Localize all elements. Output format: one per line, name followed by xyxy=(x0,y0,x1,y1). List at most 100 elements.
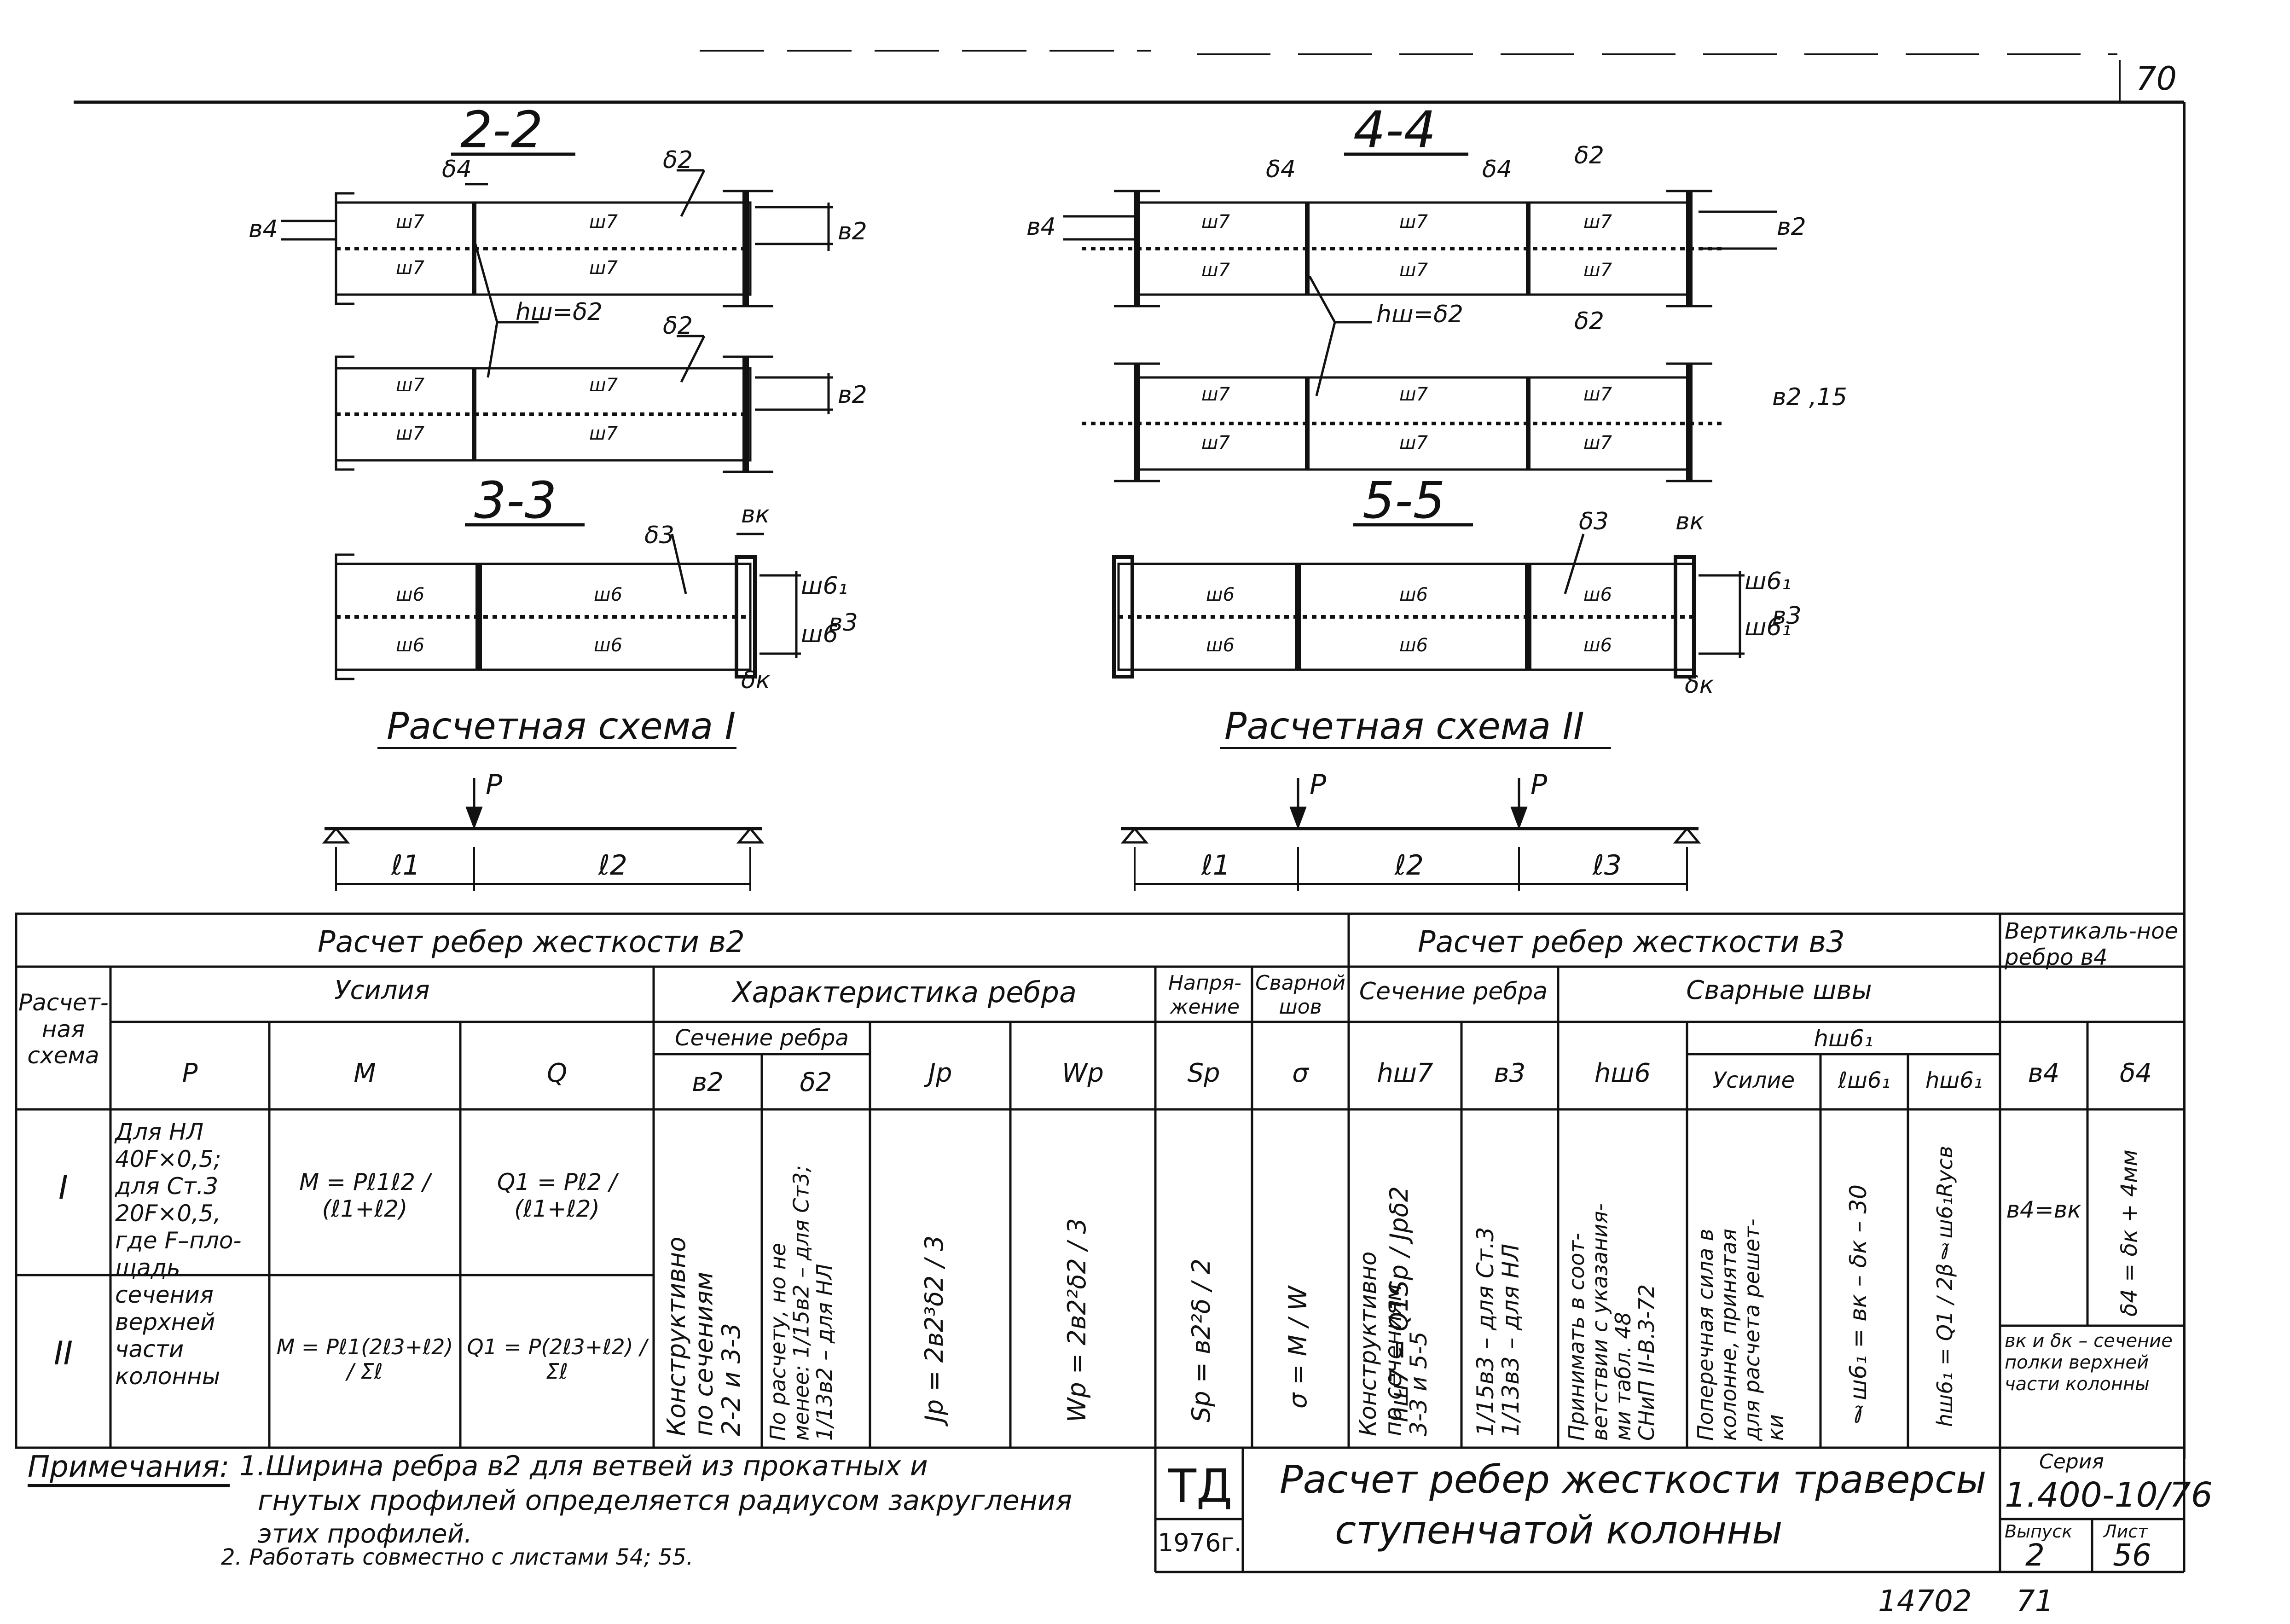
weld-label: ш7 xyxy=(1399,211,1428,232)
table-title-b3: Расчет ребер жесткости в3 xyxy=(1418,925,1845,959)
dim-w61: ш6₁ xyxy=(1745,614,1791,641)
note-1b: гнутых профилей определяется радиусом за… xyxy=(258,1485,1073,1517)
dim-b3: в3 xyxy=(829,609,858,637)
bottom-mark-1: 14702 xyxy=(1878,1584,1972,1618)
weld-label: ш7 xyxy=(1399,384,1428,405)
col-lw61: ℓш6₁ xyxy=(1838,1067,1890,1093)
col-hw61: hш6₁ xyxy=(1925,1067,1983,1093)
note-2: 2. Работать совместно с листами 54; 55. xyxy=(221,1544,694,1570)
weld-label: ш6 xyxy=(1583,635,1612,656)
col-b4: в4 xyxy=(2028,1058,2060,1088)
weld-label: ш7 xyxy=(589,375,618,396)
weld-label: ш7 xyxy=(1201,432,1230,453)
weld-label: ш7 xyxy=(589,257,618,278)
weld-label: ш6 xyxy=(396,635,424,656)
span-l2: ℓ2 xyxy=(598,849,627,882)
d3-text: 1/15в3 – для Ст.3 1/13в3 – для НЛ xyxy=(1472,1227,1524,1436)
stamp-issue: 2 xyxy=(2025,1537,2045,1573)
notes-label: Примечания: xyxy=(28,1450,230,1487)
table-title-b2: Расчет ребер жесткости в2 xyxy=(318,925,745,959)
dim-d3: δ3 xyxy=(1579,508,1609,535)
dim-hw: hш=δ2 xyxy=(1376,301,1463,328)
dim-w61: ш6₁ xyxy=(801,572,848,600)
weld-label: ш7 xyxy=(1201,260,1230,281)
weld-label: ш7 xyxy=(396,257,425,278)
force-text: Поперечная сила в колонне, принятая для … xyxy=(1693,1218,1788,1441)
weld-label: ш6 xyxy=(594,635,622,656)
span-l1: ℓ1 xyxy=(1201,849,1230,882)
formula-M2: M = Pℓ1(2ℓ3+ℓ2) / Σℓ xyxy=(276,1334,453,1384)
dim-bk: вк xyxy=(741,501,770,528)
table-vert-rib-header: Вертикаль-ное ребро в4 xyxy=(2005,918,2179,970)
span-l1: ℓ1 xyxy=(391,849,420,882)
col-b3: в3 xyxy=(1494,1058,1526,1088)
col-Jp: Jp xyxy=(928,1058,952,1088)
hw61-formula: hш6₁ = Q1 / 2βℓш6₁Ryсв xyxy=(1932,1146,1957,1427)
weld-label: ш7 xyxy=(1201,384,1230,405)
dim-b4: в4 xyxy=(249,215,278,243)
section-2-2-title: 2-2 xyxy=(460,100,543,159)
b3-text: Конструктивно по сечениям 3-3 и 5-5 xyxy=(1355,1251,1432,1436)
col-force: Усилие xyxy=(1712,1067,1795,1093)
col-stress-header: Напря-жение xyxy=(1168,971,1242,1019)
b2-text: Конструктивно по сечениям 2-2 и 3-3 xyxy=(662,1236,746,1436)
weld-label: ш7 xyxy=(396,211,425,232)
formula-Q2: Q1 = P(2ℓ3+ℓ2) / Σℓ xyxy=(467,1334,647,1384)
stamp-title-2: ступенчатой колонны xyxy=(1335,1508,1783,1553)
dim-d4: δ4 xyxy=(442,156,472,183)
weld-label: ш7 xyxy=(1399,260,1428,281)
col-P: P xyxy=(182,1058,198,1088)
span-l3: ℓ3 xyxy=(1592,849,1622,882)
stamp-sheet-label: Лист xyxy=(2104,1521,2148,1542)
note-1: 1.Ширина ребра в2 для ветвей из прокатны… xyxy=(239,1450,928,1482)
section-3-3-title: 3-3 xyxy=(474,471,557,530)
stamp-issue-label: Выпуск xyxy=(2005,1521,2073,1542)
col-d2: δ2 xyxy=(800,1067,832,1097)
weld-label: ш6 xyxy=(1206,584,1235,605)
dim-w61: ш6₁ xyxy=(1745,568,1791,595)
weld-label: ш7 xyxy=(1201,211,1230,232)
d4-formula: δ4 = δк + 4мм xyxy=(2116,1149,2142,1317)
col-hw6: hш6 xyxy=(1594,1058,1651,1088)
weld-label: ш6 xyxy=(1399,635,1428,656)
col-M: M xyxy=(354,1058,376,1088)
dim-b3: в3 xyxy=(1772,602,1802,630)
lw61-formula: ℓш6₁ = вк – δк – 30 xyxy=(1845,1184,1872,1427)
dim-b2: в2 ,15 xyxy=(1772,383,1847,411)
col-b2: в2 xyxy=(692,1067,724,1097)
col-rib-section-b2-header: Сечение ребра xyxy=(675,1025,849,1051)
row-II-label: II xyxy=(53,1334,73,1372)
corner-page-number: 70 xyxy=(2136,60,2177,98)
dim-b4: в4 xyxy=(1026,213,1056,241)
col-weld-header: Сварной шов xyxy=(1255,971,1345,1019)
b4-formula: в4=вк xyxy=(2006,1196,2081,1223)
col-scheme-header: Расчет-ная схема xyxy=(18,989,109,1069)
formula-M1: M = Pℓ1ℓ2 / (ℓ1+ℓ2) xyxy=(299,1169,430,1222)
weld-label: ш6 xyxy=(396,584,424,605)
Sp-formula: Sp = в2²δ / 2 xyxy=(1187,1259,1216,1422)
dim-bk: вк xyxy=(1675,508,1704,535)
P-text: Для НЛ 40F×0,5; для Ст.3 20F×0,5, где F–… xyxy=(115,1119,242,1390)
dim-d2: δ2 xyxy=(1574,307,1604,335)
weld-label: ш6 xyxy=(594,584,622,605)
weld-label: ш7 xyxy=(396,423,425,444)
span-l2: ℓ2 xyxy=(1394,849,1424,882)
weld-label: ш7 xyxy=(1583,260,1612,281)
load-P: P xyxy=(1310,769,1327,801)
stamp-series-label: Серия xyxy=(2039,1450,2104,1473)
dim-d2: δ2 xyxy=(663,312,693,340)
col-hw7: hш7 xyxy=(1377,1058,1433,1088)
section-4-4-title: 4-4 xyxy=(1353,100,1436,159)
stamp-year: 1976г. xyxy=(1158,1528,1242,1557)
stamp-title-1: Расчет ребер жесткости траверсы xyxy=(1280,1457,1987,1502)
dim-b2: в2 xyxy=(838,381,867,409)
weld-label: ш6 xyxy=(1583,584,1612,605)
col-forces-header: Усилия xyxy=(334,975,430,1005)
dim-hw: hш=δ2 xyxy=(516,298,603,326)
col-sigma: σ xyxy=(1292,1058,1309,1088)
dim-d4: δ4 xyxy=(1482,156,1512,183)
stamp-sheet: 56 xyxy=(2113,1537,2151,1573)
weld-label: ш7 xyxy=(1583,432,1612,453)
b4-note: вк и δк – сечение полки верхней части ко… xyxy=(2005,1330,2173,1395)
